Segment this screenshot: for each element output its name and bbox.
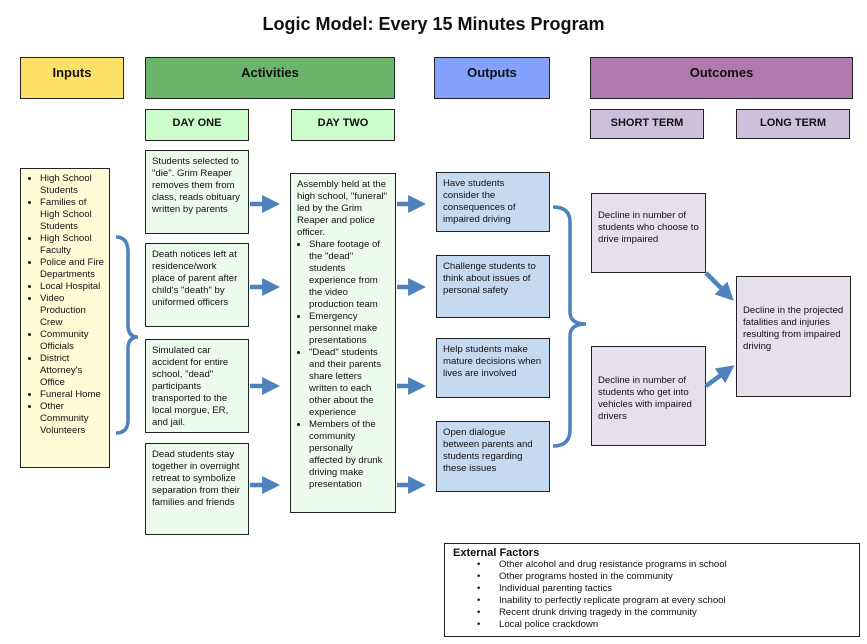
- header-outputs: Outputs: [434, 57, 550, 99]
- output-item: Have students consider the consequences …: [436, 172, 550, 232]
- external-factor-item: Individual parenting tactics: [499, 583, 851, 595]
- arrow-diagonal-icon: [704, 271, 734, 301]
- input-item: Video Production Crew: [40, 293, 105, 329]
- external-factor-item: Local police crackdown: [499, 619, 851, 631]
- day-two-item: Share footage of the "dead" students exp…: [309, 239, 389, 311]
- output-item: Challenge students to think about issues…: [436, 255, 550, 318]
- subheader-day-two: DAY TWO: [291, 109, 395, 141]
- input-item: District Attorney's Office: [40, 353, 105, 389]
- input-item: High School Faculty: [40, 233, 105, 257]
- arrow-diagonal-icon: [704, 365, 735, 388]
- day-one-activity: Students selected to "die". Grim Reaper …: [145, 150, 249, 234]
- input-item: High School Students: [40, 173, 105, 197]
- subheader-day-one: DAY ONE: [145, 109, 249, 141]
- day-two-item: "Dead" students and their parents share …: [309, 347, 389, 419]
- subheader-short-term: SHORT TERM: [590, 109, 704, 139]
- day-two-intro: Assembly held at the high school, "funer…: [297, 179, 388, 238]
- external-factor-item: Other alcohol and drug resistance progra…: [499, 559, 851, 571]
- inputs-brace: [115, 235, 139, 435]
- header-activities: Activities: [145, 57, 395, 99]
- subheader-long-term: LONG TERM: [736, 109, 850, 139]
- long-term-outcome: Decline in the projected fatalities and …: [736, 276, 851, 397]
- input-item: Families of High School Students: [40, 197, 105, 233]
- input-item: Other Community Volunteers: [40, 401, 105, 437]
- day-one-activity: Simulated car accident for entire school…: [145, 339, 249, 433]
- external-factor-item: Recent drunk driving tragedy in the comm…: [499, 607, 851, 619]
- header-inputs: Inputs: [20, 57, 124, 99]
- external-factor-item: Inability to perfectly replicate program…: [499, 595, 851, 607]
- short-term-outcome: Decline in number of students who get in…: [591, 346, 706, 446]
- day-two-activity: Assembly held at the high school, "funer…: [290, 173, 396, 513]
- page-title: Logic Model: Every 15 Minutes Program: [262, 14, 605, 34]
- day-two-item: Members of the community personally affe…: [309, 419, 389, 491]
- external-factors-title: External Factors: [453, 547, 540, 559]
- output-item: Help students make mature decisions when…: [436, 338, 550, 398]
- input-item: Police and Fire Departments: [40, 257, 105, 281]
- day-one-activity: Dead students stay together in overnight…: [145, 443, 249, 535]
- short-term-outcome: Decline in number of students who choose…: [591, 193, 706, 273]
- header-outcomes: Outcomes: [590, 57, 853, 99]
- inputs-list-box: High School Students Families of High Sc…: [20, 168, 110, 468]
- output-item: Open dialogue between parents and studen…: [436, 421, 550, 492]
- day-one-activity: Death notices left at residence/work pla…: [145, 243, 249, 327]
- outputs-brace: [552, 205, 587, 448]
- input-item: Community Officials: [40, 329, 105, 353]
- external-factors-box: External Factors Other alcohol and drug …: [444, 543, 860, 637]
- input-item: Funeral Home: [40, 389, 105, 401]
- input-item: Local Hospital: [40, 281, 105, 293]
- day-two-item: Emergency personnel make presentations: [309, 311, 389, 347]
- external-factor-item: Other programs hosted in the community: [499, 571, 851, 583]
